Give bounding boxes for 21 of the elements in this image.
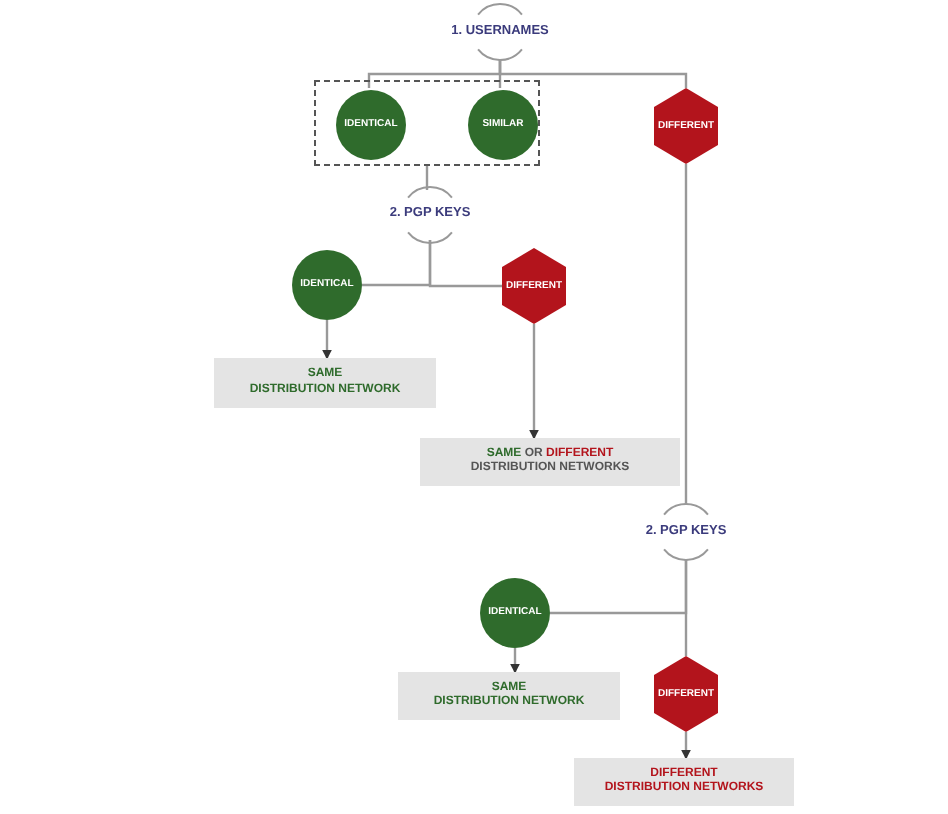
difference-hexagon [654,88,718,164]
difference-hexagon [654,656,718,732]
dashed-group-box [314,80,540,166]
result-box [398,672,620,720]
result-box [420,438,680,486]
difference-hexagon [502,248,566,324]
result-box [214,358,436,408]
connector-line [684,164,688,504]
match-circle [480,578,550,648]
arrow [510,648,520,674]
match-circle [292,250,362,320]
connector-line [428,240,502,288]
match-circle [336,90,406,160]
result-box [574,758,794,806]
connector-line [498,60,688,88]
connector-line [684,560,688,656]
arrow [681,732,691,760]
arrow [322,320,332,360]
connector-line [425,166,429,190]
match-circle [468,90,538,160]
arrow [529,324,539,440]
